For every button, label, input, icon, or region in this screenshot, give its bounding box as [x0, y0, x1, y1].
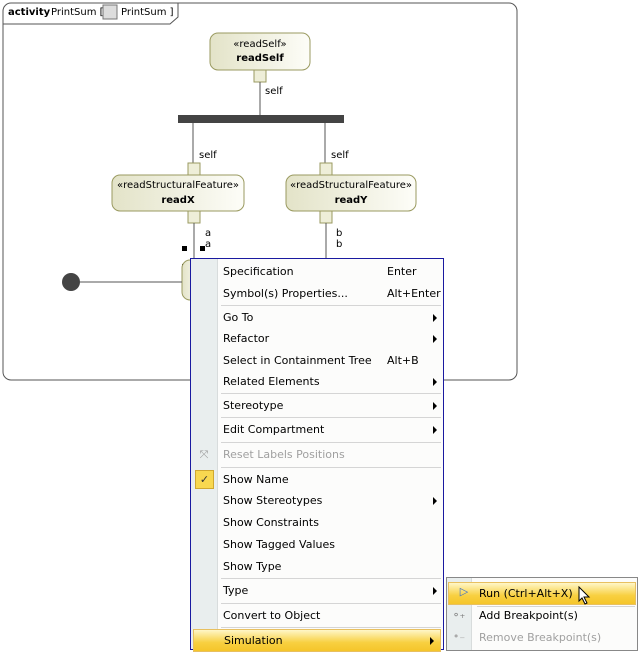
svg-text:a: a [205, 239, 211, 250]
menu-item-go-to[interactable]: Go To [217, 307, 443, 328]
submenu-arrow-icon [433, 314, 437, 322]
svg-text:self: self [331, 150, 349, 161]
submenu-arrow-icon [433, 426, 437, 434]
frame-ref: PrintSum ] [121, 7, 174, 18]
menu-item-related-elements[interactable]: Related Elements [217, 371, 443, 392]
menu-separator [221, 442, 441, 443]
node-readX[interactable]: «readStructuralFeature» readX [111, 174, 245, 212]
menu-item-edit-compartment[interactable]: Edit Compartment [217, 419, 443, 440]
menu-separator [221, 393, 441, 394]
play-icon: ▷ [459, 585, 469, 598]
menu-separator [221, 467, 441, 468]
submenu-arrow-icon [433, 335, 437, 343]
menu-item-stereotype[interactable]: Stereotype [217, 395, 443, 416]
menu-separator [221, 627, 441, 628]
menu-item-show-tagged-values[interactable]: Show Tagged Values [223, 538, 335, 551]
shortcut: Alt+B [387, 354, 419, 367]
menu-item-convert-to-object[interactable]: Convert to Object [223, 609, 321, 622]
svg-text:b: b [336, 239, 342, 250]
menu-separator [221, 603, 441, 604]
menu-separator [221, 578, 441, 579]
simulation-submenu: ▷Run (Ctrl+Alt+X) Add Breakpoint(s) ∘₊ R… [446, 577, 638, 651]
menu-separator [221, 305, 441, 306]
svg-text:self: self [199, 150, 217, 161]
menu-item-show-name[interactable]: Show Name [223, 473, 289, 486]
menu-item-show-stereotypes[interactable]: Show Stereotypes [217, 490, 443, 511]
svg-text:readX: readX [161, 195, 195, 206]
initial-node[interactable] [62, 273, 80, 291]
svg-text:«readStructuralFeature»: «readStructuralFeature» [117, 180, 239, 191]
menu-item-add-breakpoint[interactable]: Add Breakpoint(s) [479, 609, 578, 622]
menu-item-type[interactable]: Type [217, 580, 443, 601]
menu-item-run[interactable]: ▷Run (Ctrl+Alt+X) [448, 582, 636, 605]
svg-text:a: a [205, 228, 211, 239]
submenu-arrow-icon [430, 637, 434, 645]
checkmark-icon: ✓ [195, 470, 214, 489]
menu-item-show-type[interactable]: Show Type [223, 560, 282, 573]
menu-item-refactor[interactable]: Refactor [217, 328, 443, 349]
menu-item-symbol-properties[interactable]: Symbol(s) Properties...Alt+Enter [217, 283, 443, 304]
svg-text:b: b [336, 228, 342, 239]
menu-separator [221, 417, 441, 418]
svg-text:readY: readY [335, 195, 369, 206]
frame-kind: activity [8, 7, 51, 18]
svg-text:readSelf: readSelf [236, 53, 284, 64]
node-readY[interactable]: «readStructuralFeature» readY [285, 174, 417, 212]
submenu-arrow-icon [433, 378, 437, 386]
mouse-cursor-icon [578, 586, 591, 605]
svg-text:«readStructuralFeature»: «readStructuralFeature» [290, 180, 412, 191]
frame-name: PrintSum [ [51, 7, 104, 18]
menu-item-show-constraints[interactable]: Show Constraints [223, 516, 319, 529]
activity-icon [102, 4, 118, 20]
reset-labels-icon: ⤧ [199, 448, 209, 461]
shortcut: Enter [387, 265, 417, 278]
submenu-arrow-icon [433, 587, 437, 595]
fork-bar[interactable] [178, 115, 344, 123]
shortcut: Alt+Enter [387, 287, 441, 300]
svg-text:self: self [265, 86, 283, 97]
add-breakpoint-icon: ∘₊ [452, 608, 466, 621]
svg-text:«readSelf»: «readSelf» [233, 39, 286, 50]
menu-item-reset-labels[interactable]: Reset Labels Positions [223, 448, 345, 461]
submenu-arrow-icon [433, 497, 437, 505]
submenu-arrow-icon [433, 402, 437, 410]
menu-item-simulation[interactable]: Simulation [193, 629, 441, 652]
remove-breakpoint-icon: •₋ [452, 630, 466, 643]
node-readSelf[interactable]: «readSelf» readSelf [209, 32, 311, 71]
menu-item-remove-breakpoint[interactable]: Remove Breakpoint(s) [479, 631, 602, 644]
